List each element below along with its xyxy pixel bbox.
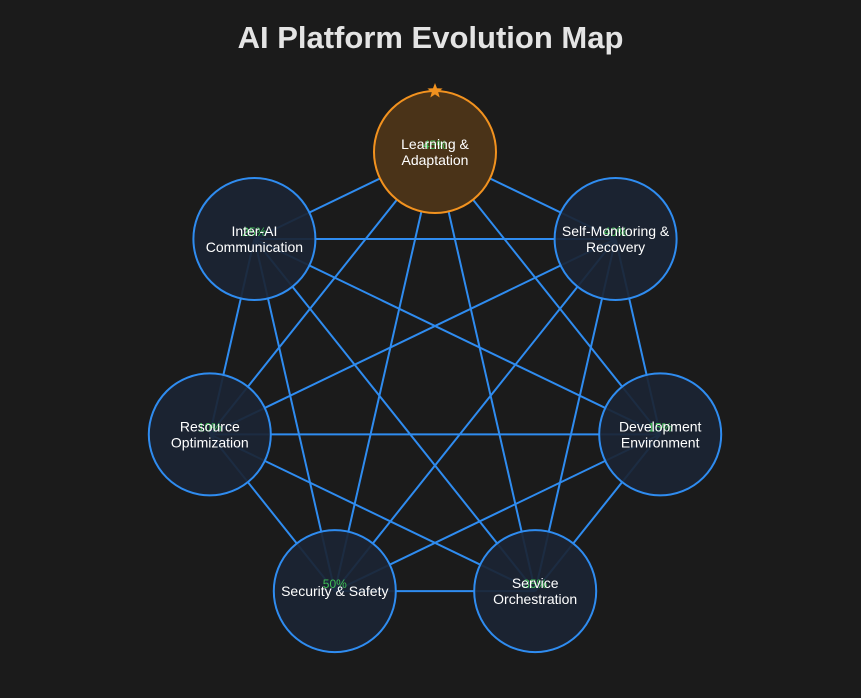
node-circle-service[interactable] [473, 529, 598, 654]
edge-development-inter-ai [253, 238, 661, 436]
node-label-security-line1: Security & Safety [281, 583, 388, 599]
edge-service-inter-ai [253, 238, 536, 592]
node-percent-inter-ai: 25% [242, 225, 266, 239]
edge-self-monitoring-security [334, 238, 617, 592]
node-label-resource-line1: Resource [180, 418, 240, 434]
node-percent-learning: 45% [423, 138, 447, 152]
node-circle-resource[interactable] [147, 372, 272, 497]
edge-learning-service [434, 151, 537, 592]
node-security[interactable]: 50%Security & Safety [272, 529, 397, 654]
node-percent-security: 50% [323, 577, 347, 591]
edge-self-monitoring-resource [209, 238, 617, 436]
node-label-development-line1: Development [619, 418, 702, 434]
node-percent-service: 35% [523, 577, 547, 591]
nodes-layer: 45%Learning &Adaptation 40%Self-Monitorin… [147, 83, 723, 654]
node-label-self-monitoring-line1: Self-Monitoring & [562, 223, 670, 239]
node-label-learning-line1: Learning & [401, 136, 469, 152]
star-icon [427, 83, 443, 98]
node-label-self-monitoring-line2: Recovery [586, 239, 645, 255]
node-circle-development[interactable] [598, 372, 723, 497]
node-label-service-line1: Service [512, 575, 559, 591]
node-label-inter-ai-line1: Inter-AI [231, 223, 277, 239]
node-learning[interactable]: 45%Learning &Adaptation [373, 83, 497, 214]
node-circle-security[interactable] [272, 529, 397, 654]
node-circle-self-monitoring[interactable] [553, 177, 678, 301]
node-circle-inter-ai[interactable] [192, 177, 317, 301]
node-label-inter-ai-line2: Communication [206, 239, 303, 255]
node-label-development-line2: Environment [621, 434, 700, 450]
node-self-monitoring[interactable]: 40%Self-Monitoring &Recovery [553, 177, 678, 301]
diagram-title: AI Platform Evolution Map [237, 20, 624, 55]
node-label-service-line2: Orchestration [493, 591, 577, 607]
node-label-learning-line2: Adaptation [402, 152, 469, 168]
node-percent-development: 15% [648, 420, 672, 434]
node-percent-resource: 10% [198, 420, 222, 434]
node-label-resource-line2: Optimization [171, 434, 249, 450]
node-percent-self-monitoring: 40% [604, 225, 628, 239]
edge-learning-security [333, 151, 436, 592]
